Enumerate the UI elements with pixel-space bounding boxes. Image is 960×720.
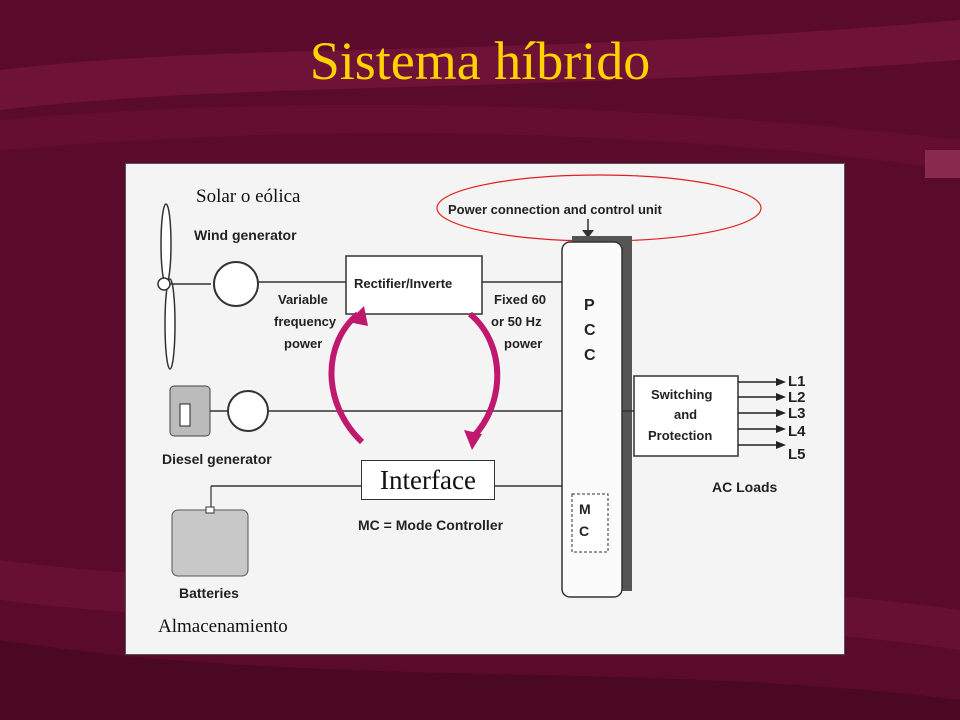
load-l5: L5: [788, 446, 806, 463]
rectifier-box: [345, 255, 483, 315]
variable-frequency-label-3: power: [284, 336, 322, 351]
ac-loads-label: AC Loads: [712, 479, 778, 495]
switching-protection-box: [633, 375, 739, 457]
pcc-letter-c1: C: [584, 322, 596, 339]
source-annotation: Solar o eólica: [196, 186, 301, 207]
mode-controller-label: MC = Mode Controller: [358, 517, 504, 533]
switching-label-2: and: [674, 407, 697, 422]
pcc-letter-p: P: [584, 297, 595, 314]
pcc-letter-c2: C: [584, 347, 596, 364]
rectifier-label: Rectifier/Inverte: [354, 276, 452, 291]
fixed-frequency-label-3: power: [504, 336, 542, 351]
arrow-head-right: [464, 430, 482, 450]
storage-annotation: Almacenamiento: [158, 616, 288, 637]
switching-label-1: Switching: [651, 387, 712, 402]
diagram-canvas: Wind generator Rectifier/Inverte Variabl…: [157, 174, 806, 637]
battery-icon: [171, 509, 249, 577]
variable-frequency-label-1: Variable: [278, 292, 328, 307]
load-l3: L3: [788, 405, 806, 422]
pccu-label: Power connection and control unit: [448, 202, 662, 217]
wind-turbine-icon: [157, 203, 211, 370]
fixed-frequency-label-2: or 50 Hz: [491, 314, 542, 329]
diesel-generator-icon: [227, 390, 269, 432]
switching-label-3: Protection: [648, 428, 712, 443]
wind-generator-icon: [213, 261, 259, 307]
fixed-frequency-label-1: Fixed 60: [494, 292, 546, 307]
load-l1: L1: [788, 373, 806, 390]
load-l4: L4: [788, 423, 806, 440]
interface-label: Interface: [361, 460, 495, 500]
load-lines: [738, 381, 776, 446]
arrow-head-left: [348, 306, 368, 326]
diesel-generator-label: Diesel generator: [162, 451, 272, 467]
mc-letter-m: M: [579, 501, 591, 517]
batteries-label: Batteries: [179, 585, 239, 601]
mode-controller-box: [571, 493, 609, 553]
interface-arrows: [328, 311, 501, 445]
variable-frequency-label-2: frequency: [274, 314, 337, 329]
mc-letter-c: C: [579, 523, 589, 539]
wind-generator-label: Wind generator: [194, 227, 297, 243]
load-l2: L2: [788, 389, 806, 406]
slide-title: Sistema híbrido: [309, 31, 651, 91]
hybrid-system-diagram: Wind generator Rectifier/Inverte Variabl…: [125, 163, 845, 655]
